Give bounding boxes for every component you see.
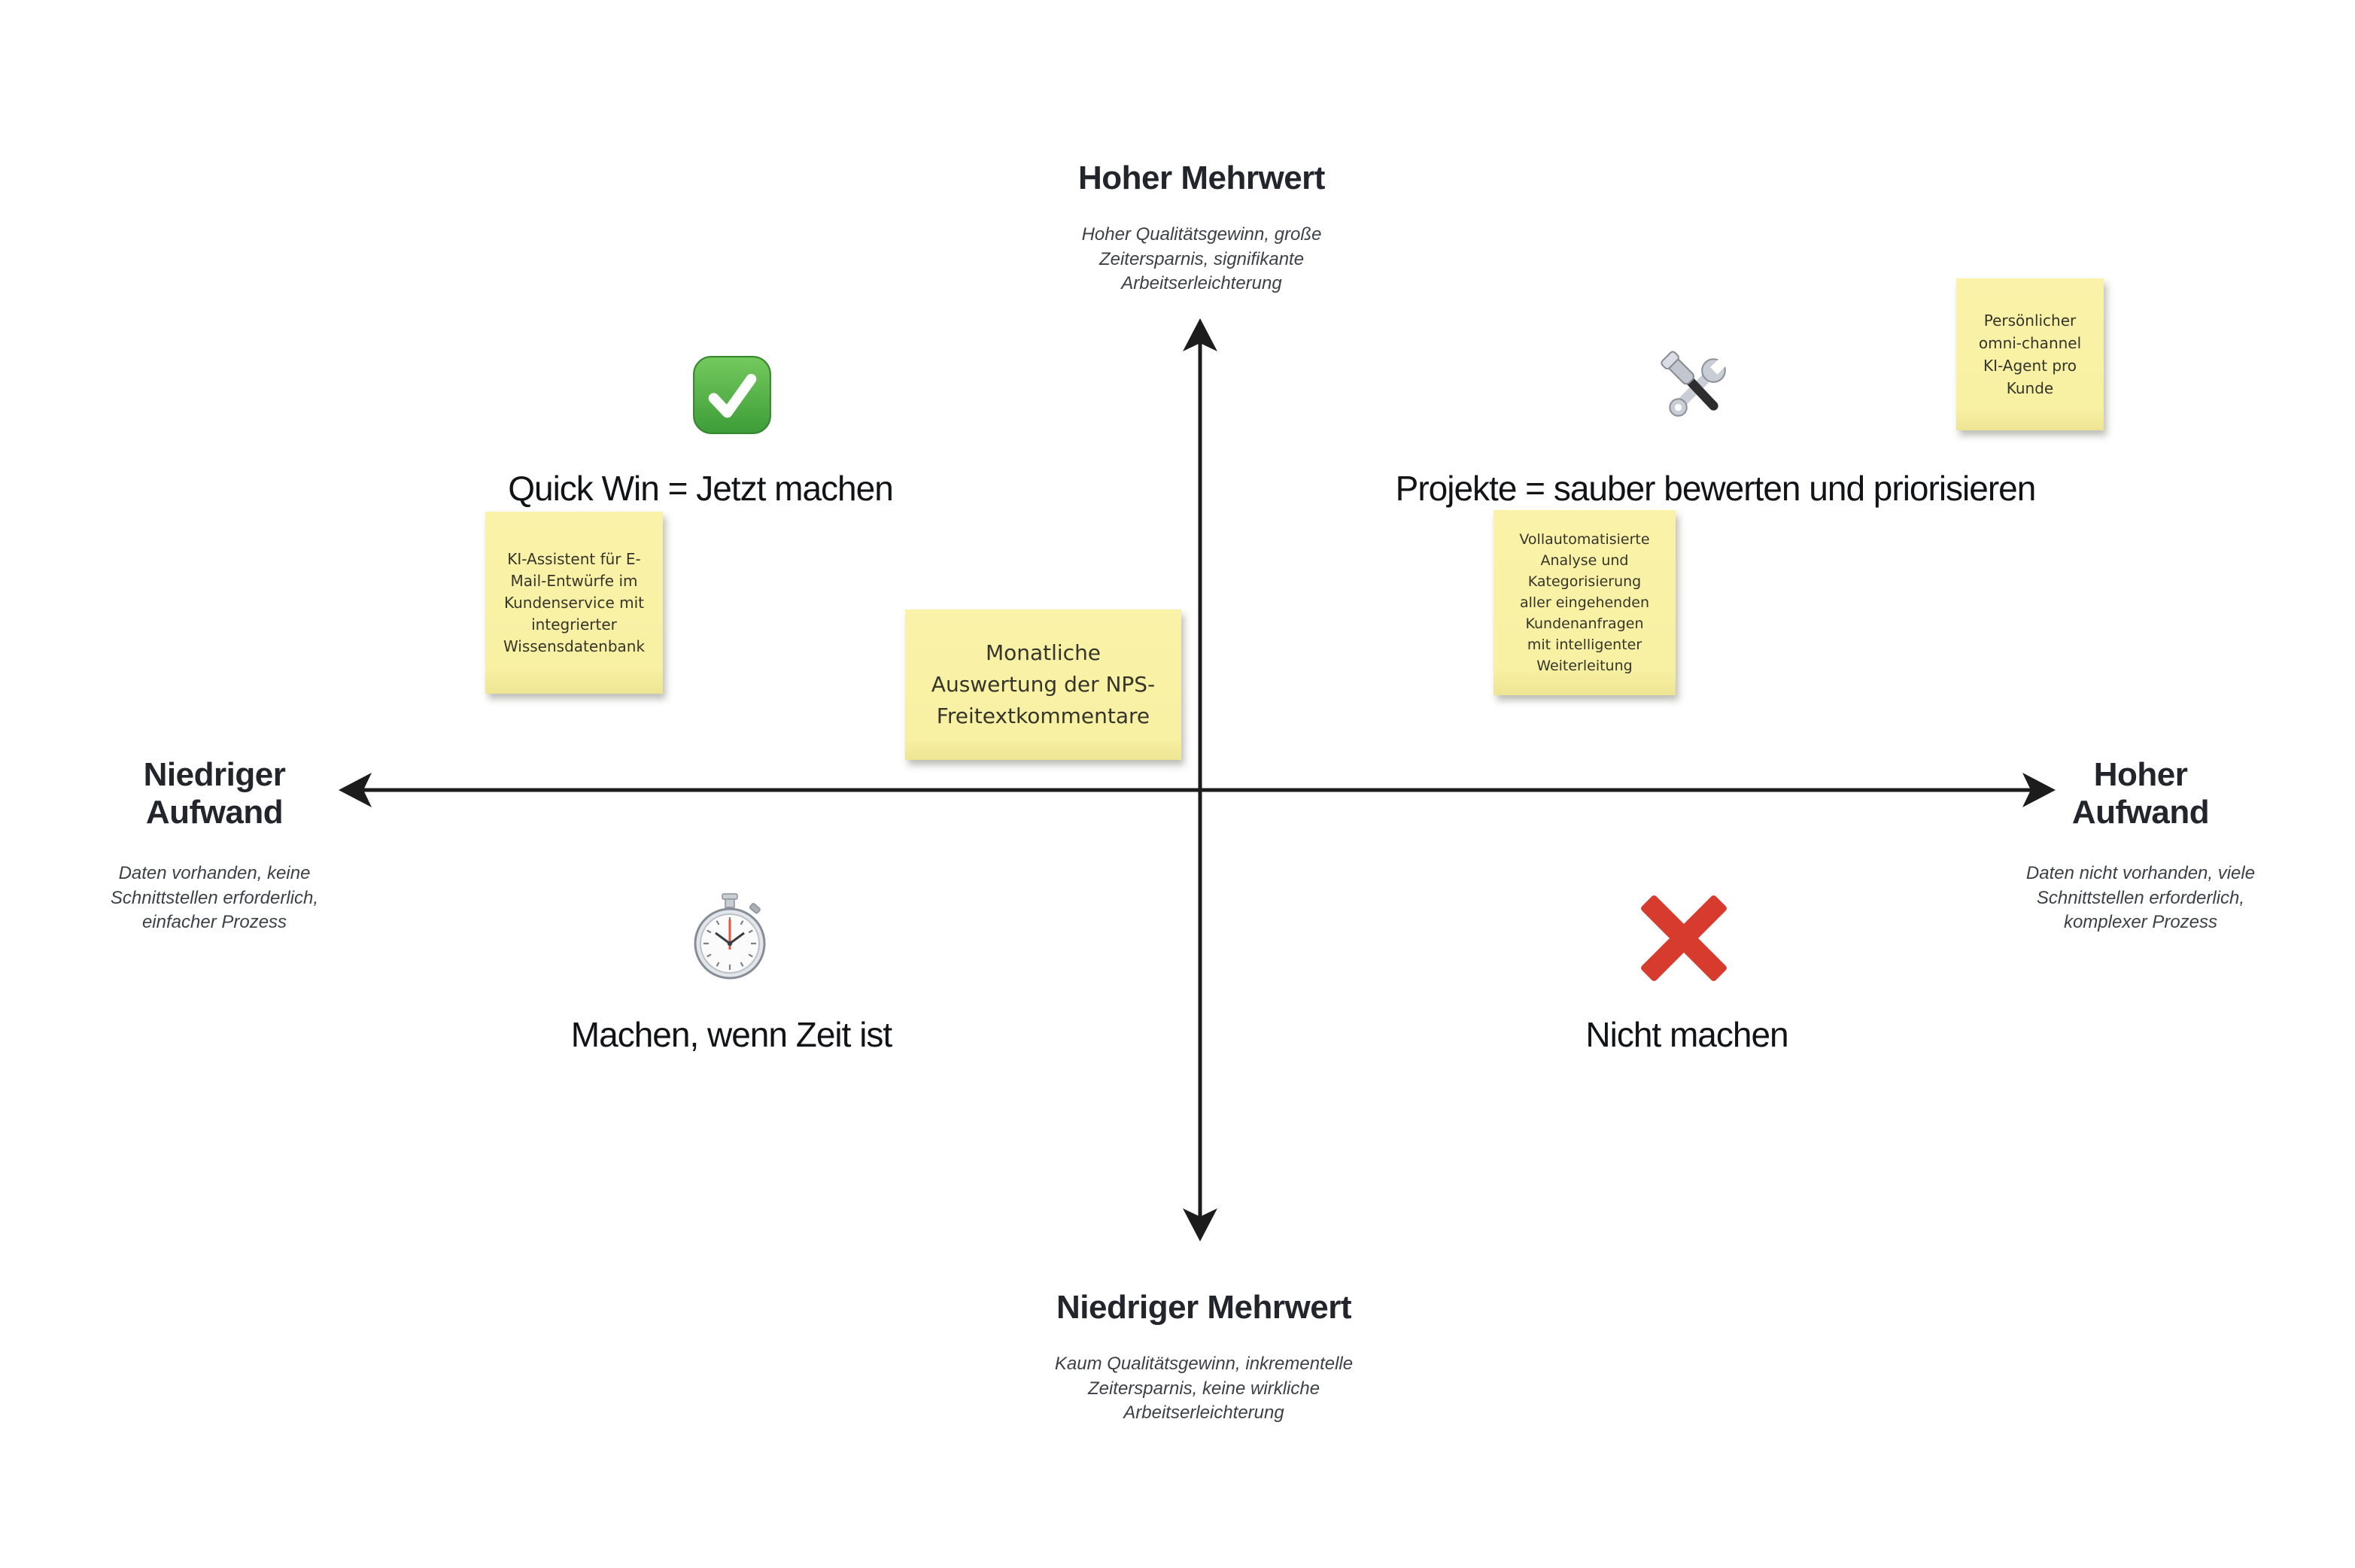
sticky-note-nps-auswertung[interactable]: Monatliche Auswertung der NPS- Freitextk… <box>905 609 1181 760</box>
sticky-note-vollautomatisierte-analyse[interactable]: Vollautomatisierte Analyse und Kategoris… <box>1494 510 1676 695</box>
sticky-note-text: Persönlicher omni-channel KI-Agent pro K… <box>1978 311 2082 397</box>
axis-label-bottom: Niedriger Mehrwert Kaum Qualitätsgewinn,… <box>865 1289 1542 1425</box>
cross-mark-icon <box>1641 895 1727 981</box>
axis-subtitle-right: Daten nicht vorhanden, viele Schnittstel… <box>2025 863 2256 933</box>
sticky-note-text: KI-Assistent für E- Mail-Entwürfe im Kun… <box>503 549 646 655</box>
axis-label-left: Niedriger Aufwand Daten vorhanden, keine… <box>56 756 372 934</box>
quadrant-label-top-right: Projekte = sauber bewerten und priorisie… <box>1395 469 2037 508</box>
arrowhead-down <box>1183 1208 1217 1241</box>
axis-subtitle-bottom: Kaum Qualitätsgewinn, inkrementelle Zeit… <box>1054 1354 1354 1423</box>
quadrant-label-bottom-left: Machen, wenn Zeit ist <box>570 1015 892 1054</box>
sticky-note-text: Monatliche Auswertung der NPS- Freitextk… <box>931 640 1156 728</box>
check-mark-icon <box>693 356 771 434</box>
arrowhead-up <box>1183 318 1217 351</box>
quadrant-label-top-left: Quick Win = Jetzt machen <box>508 469 894 508</box>
axis-subtitle-left: Daten vorhanden, keine Schnittstellen er… <box>110 863 319 933</box>
sticky-note-ki-agent[interactable]: Persönlicher omni-channel KI-Agent pro K… <box>1956 278 2104 430</box>
stopwatch-icon <box>694 893 766 980</box>
arrowhead-right <box>2022 773 2056 807</box>
axis-label-right: Hoher Aufwand Daten nicht vorhanden, vie… <box>1983 756 2299 934</box>
axis-label-top: Hoher Mehrwert Hoher Qualitätsgewinn, gr… <box>908 160 1495 296</box>
quadrant-label-bottom-right: Nicht machen <box>1585 1015 1788 1054</box>
arrowhead-left <box>339 773 372 807</box>
axis-subtitle-top: Hoher Qualitätsgewinn, große Zeitersparn… <box>1081 224 1322 293</box>
sticky-note-text: Vollautomatisierte Analyse und Kategoris… <box>1519 531 1650 674</box>
axis-title-bottom: Niedriger Mehrwert <box>1056 1289 1351 1326</box>
sticky-note-ki-assistent[interactable]: KI-Assistent für E- Mail-Entwürfe im Kun… <box>485 512 663 694</box>
axis-title-right: Hoher Aufwand <box>2071 756 2210 831</box>
axis-title-left: Niedriger Aufwand <box>143 756 286 831</box>
axis-title-top: Hoher Mehrwert <box>1078 160 1325 196</box>
hammer-wrench-icon <box>1661 351 1733 417</box>
